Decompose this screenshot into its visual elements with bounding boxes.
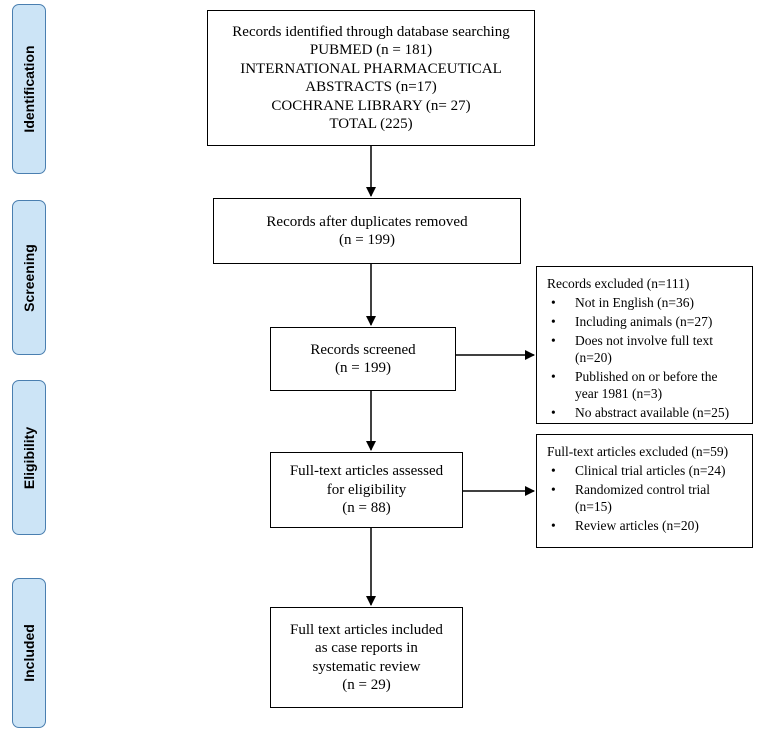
box-line: COCHRANE LIBRARY (n= 27) — [271, 97, 471, 114]
phase-eligibility-label: Eligibility — [21, 426, 37, 489]
box-line: Records screened — [310, 341, 416, 358]
list-item: Published on or before the year 1981 (n=… — [547, 368, 742, 402]
list-item: Randomized control trial (n=15) — [547, 481, 742, 515]
records-excluded-box: Records excluded (n=111) Not in English … — [536, 266, 753, 424]
box-line: (n = 199) — [335, 360, 391, 376]
flow-connectors — [366, 146, 535, 606]
phase-eligibility: Eligibility — [12, 380, 46, 535]
records-excluded-list: Not in English (n=36) Including animals … — [547, 294, 742, 421]
records-after-duplicates-box: Records after duplicates removed (n = 19… — [213, 198, 521, 264]
box-line: systematic review — [312, 658, 421, 675]
list-item: Does not involve full text (n=20) — [547, 332, 742, 366]
records-excluded-header: Records excluded (n=111) — [547, 276, 690, 291]
box-line: INTERNATIONAL PHARMACEUTICAL — [240, 60, 502, 77]
box-line: (n = 29) — [342, 677, 391, 693]
phase-screening-label: Screening — [21, 243, 37, 312]
list-item: Clinical trial articles (n=24) — [547, 462, 742, 479]
list-item: No abstract available (n=25) — [547, 404, 742, 421]
list-item: Review articles (n=20) — [547, 517, 742, 534]
fulltext-excluded-list: Clinical trial articles (n=24) Randomize… — [547, 462, 742, 534]
box-line: (n = 88) — [342, 500, 391, 517]
list-item: Including animals (n=27) — [547, 313, 742, 330]
box-line: Records after duplicates removed — [266, 213, 468, 230]
box-line: ABSTRACTS (n=17) — [305, 79, 437, 95]
phase-included: Included — [12, 578, 46, 728]
box-line: (n = 199) — [339, 232, 395, 248]
records-screened-box: Records screened (n = 199) — [270, 327, 456, 391]
box-line: PUBMED (n = 181) — [309, 42, 433, 58]
fulltext-excluded-box: Full-text articles excluded (n=59) Clini… — [536, 434, 753, 548]
phase-identification-label: Identification — [21, 45, 37, 133]
box-line: for eligibility — [326, 481, 407, 498]
prisma-flow-diagram: Identification Screening Eligibility Inc… — [8, 0, 766, 742]
fulltext-excluded-header: Full-text articles excluded (n=59) — [547, 444, 729, 459]
phase-identification: Identification — [12, 4, 46, 174]
box-line: Records identified through database sear… — [232, 23, 510, 40]
list-item: Not in English (n=36) — [547, 294, 742, 311]
box-line: Full-text articles assessed — [289, 463, 444, 480]
phase-screening: Screening — [12, 200, 46, 355]
box-line: TOTAL (225) — [329, 116, 413, 132]
records-identified-box: Records identified through database sear… — [207, 10, 535, 146]
box-line: as case reports in — [315, 640, 418, 656]
box-line: Full text articles included — [290, 621, 443, 638]
phase-included-label: Included — [21, 624, 37, 682]
fulltext-assessed-box: Full-text articles assessed for eligibil… — [270, 452, 463, 528]
included-box: Full text articles included as case repo… — [270, 607, 463, 708]
